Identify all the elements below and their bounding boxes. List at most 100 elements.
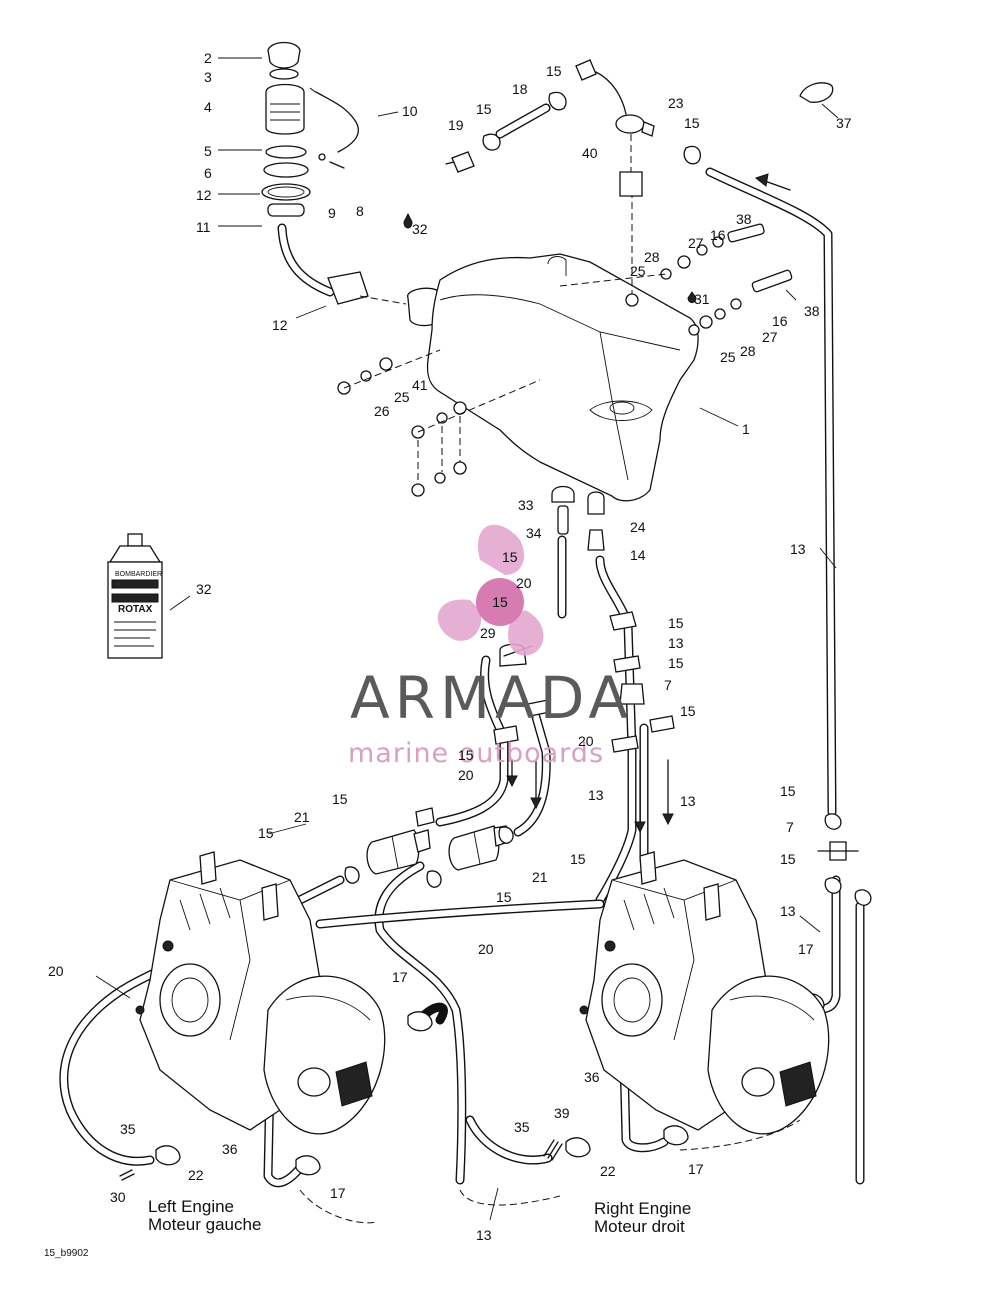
callout-label: 16 [772, 313, 788, 329]
callout-label: 13 [476, 1227, 492, 1243]
callout-label: 15 [546, 63, 562, 79]
callout-label: 20 [516, 575, 532, 591]
callout-label: 3 [204, 69, 212, 85]
oil-bottle-brand: BOMBARDIER [115, 571, 162, 578]
callout-label: 35 [120, 1121, 136, 1137]
callout-label: 28 [740, 343, 756, 359]
callout-label: 17 [392, 969, 408, 985]
callout-label: 20 [578, 733, 594, 749]
vent-line-assembly [445, 59, 837, 817]
callout-label: 23 [668, 95, 684, 111]
callout-label: 15 [684, 115, 700, 131]
callout-label: 25 [630, 263, 646, 279]
callout-label: 27 [762, 329, 778, 345]
callout-label: 14 [630, 547, 646, 563]
callout-label: 15 [680, 703, 696, 719]
callout-label: 36 [222, 1141, 238, 1157]
right-engine [579, 851, 830, 1135]
oil-bottle-icon: BOMBARDIER ROTAX [107, 533, 163, 659]
callout-label: 34 [526, 525, 542, 541]
callout-label: 17 [688, 1161, 704, 1177]
callout-label: 12 [196, 187, 212, 203]
watermark-tagline: marine outboards [348, 738, 604, 769]
callout-label: 20 [458, 767, 474, 783]
callout-label: 10 [402, 103, 418, 119]
callout-label: 13 [588, 787, 604, 803]
callout-label: 16 [710, 227, 726, 243]
leader-lines [95, 57, 839, 1221]
callout-label: 15 [668, 655, 684, 671]
callout-label: 38 [736, 211, 752, 227]
callout-label: 15 [668, 615, 684, 631]
callout-label: 7 [786, 819, 794, 835]
oil-filters [344, 807, 514, 888]
callout-label: 26 [374, 403, 390, 419]
callout-label: 13 [680, 793, 696, 809]
left-engine-label-en: Left Engine [148, 1197, 234, 1216]
callout-label: 20 [48, 963, 64, 979]
watermark-logo-number: 15 [492, 594, 508, 610]
callout-label: 13 [668, 635, 684, 651]
callout-label: 13 [780, 903, 796, 919]
sealant-drop-icon [403, 212, 413, 229]
callout-label: 35 [514, 1119, 530, 1135]
callout-label: 31 [694, 291, 710, 307]
callout-label: 22 [600, 1163, 616, 1179]
callout-label: 30 [110, 1189, 126, 1205]
filler-cap-assembly [261, 41, 445, 327]
callout-label: 15 [570, 851, 586, 867]
callout-label: 15 [258, 825, 274, 841]
callout-label: 27 [688, 235, 704, 251]
callout-label: 2 [204, 50, 212, 66]
callout-label: 15 [476, 101, 492, 117]
callout-label: 15 [458, 747, 474, 763]
callout-label: 36 [584, 1069, 600, 1085]
callout-label: 25 [720, 349, 736, 365]
callout-label: 9 [328, 205, 336, 221]
callout-label: 17 [798, 941, 814, 957]
tank-mounting-hardware-right [559, 223, 793, 336]
callout-label: 32 [196, 581, 212, 597]
callout-label: 8 [356, 203, 364, 219]
callout-label: 4 [204, 99, 212, 115]
callout-label: 19 [448, 117, 464, 133]
callout-label: 15 [496, 889, 512, 905]
right-engine-label-fr: Moteur droit [594, 1217, 685, 1236]
left-engine [135, 851, 386, 1135]
callout-label: 24 [630, 519, 646, 535]
right-engine-label-en: Right Engine [594, 1199, 691, 1218]
callout-label: 40 [582, 145, 598, 161]
tank-mounting-hardware-left [337, 349, 541, 497]
callout-label: 21 [294, 809, 310, 825]
callout-label: 11 [196, 219, 211, 235]
oil-hoses-lower [59, 861, 865, 1224]
callout-label: 41 [412, 377, 428, 393]
callout-label: 29 [480, 625, 496, 641]
oil-tank [426, 180, 699, 502]
callout-label: 37 [836, 115, 852, 131]
engine-labels: Left Engine Moteur gauche Right Engine M… [148, 1197, 691, 1236]
callout-label: 38 [804, 303, 820, 319]
callout-label: 12 [272, 317, 288, 333]
callout-label: 22 [188, 1167, 204, 1183]
watermark-name: ARMADA [350, 664, 633, 732]
callout-label: 18 [512, 81, 528, 97]
callout-label: 15 [332, 791, 348, 807]
armada-watermark: 15 ARMADA marine outboards [348, 524, 633, 769]
oil-bottle-product: ROTAX [118, 604, 153, 615]
callout-label: 21 [532, 869, 548, 885]
callout-label: 15 [780, 783, 796, 799]
callout-label: 33 [518, 497, 534, 513]
callout-label: 39 [554, 1105, 570, 1121]
callout-label: 13 [790, 541, 806, 557]
callout-label: 7 [664, 677, 672, 693]
callout-label: 5 [204, 143, 212, 159]
feed-lines-center [435, 485, 675, 905]
drawing-code: 15_b9902 [44, 1248, 89, 1259]
callout-label: 32 [412, 221, 428, 237]
callout-label: 15 [502, 549, 518, 565]
callout-label: 20 [478, 941, 494, 957]
callout-label: 15 [780, 851, 796, 867]
